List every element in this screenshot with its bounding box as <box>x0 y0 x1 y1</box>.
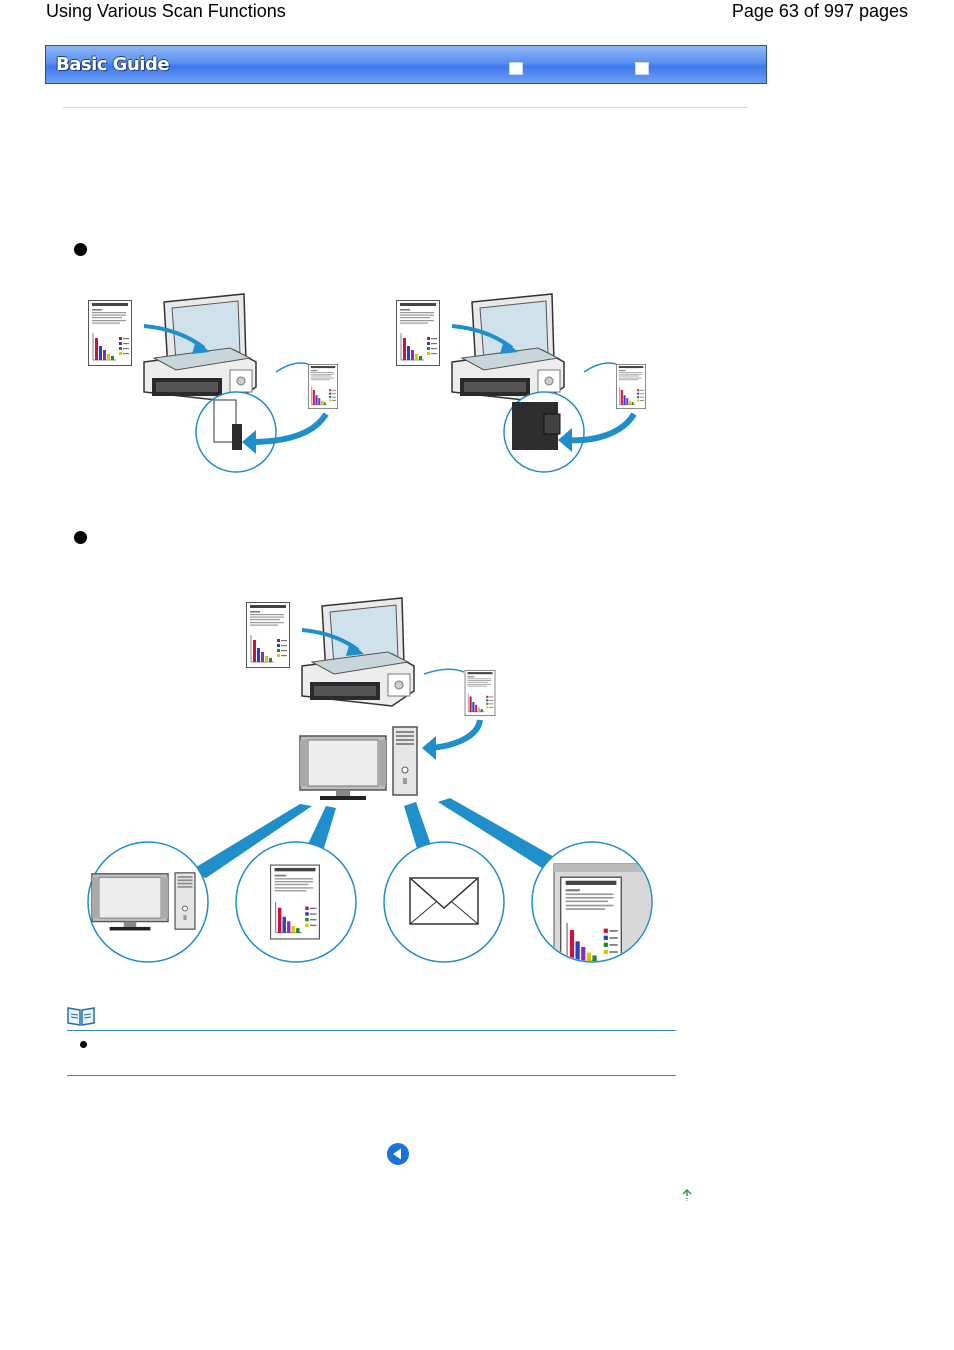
book-note-icon <box>67 1007 95 1026</box>
scan-to-memory-card-illustration <box>88 293 338 473</box>
page-header-right: Page 63 of 997 pages <box>731 1 908 21</box>
section-bullet-1 <box>74 243 87 256</box>
guide-banner: Basic Guide <box>45 45 767 84</box>
back-arrow-icon[interactable] <box>386 1142 410 1166</box>
banner-nav-button-2[interactable] <box>635 62 649 75</box>
scan-to-computer-illustration <box>87 597 653 963</box>
scan-to-usb-flash-illustration <box>396 293 646 473</box>
section-bullet-2 <box>74 531 87 544</box>
header-divider <box>63 107 748 108</box>
banner-title[interactable]: Basic Guide <box>56 54 170 75</box>
page-top-arrow-icon[interactable] <box>681 1188 693 1202</box>
banner-nav-button-1[interactable] <box>509 62 523 75</box>
note-bottom-rule <box>67 1075 676 1076</box>
note-bullet <box>80 1041 87 1048</box>
page-header-left: Using Various Scan Functions <box>46 1 286 21</box>
note-top-rule <box>67 1030 676 1031</box>
